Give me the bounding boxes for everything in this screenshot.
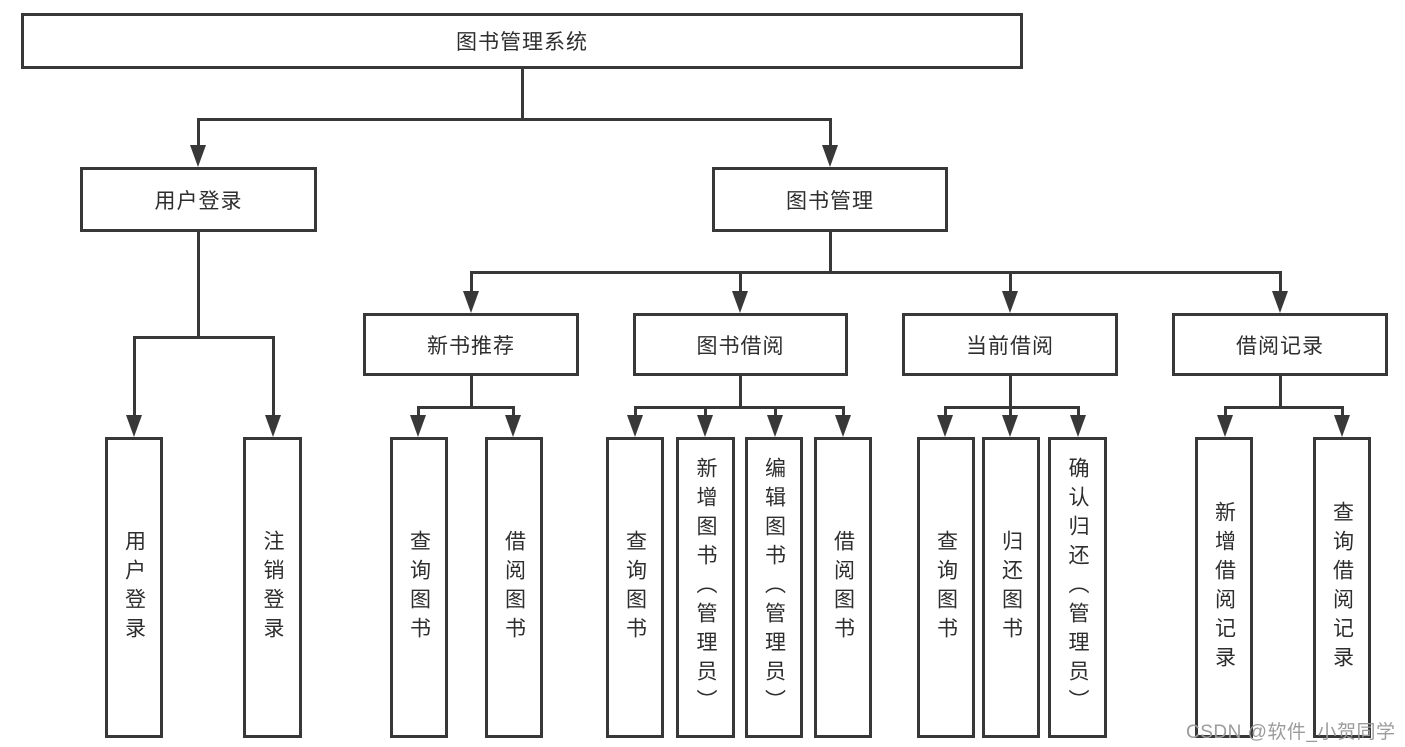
arrow-down-icon [463, 291, 479, 313]
arrow-shaft [271, 336, 275, 421]
connector-vline [520, 69, 524, 118]
connector-hline [634, 406, 844, 409]
arrow-down-icon [835, 415, 851, 437]
connector-vline [828, 232, 832, 271]
arrow-down-icon [1217, 415, 1233, 437]
leaf-logout: 注销登录 [243, 437, 302, 738]
arrow-down-icon [767, 415, 783, 437]
connector-hline [133, 336, 274, 339]
arrow-down-icon [822, 145, 838, 167]
arrow-down-icon [190, 145, 206, 167]
arrow-shaft [828, 118, 832, 151]
leaf-add-book-admin: 新增图书（管理员） [676, 437, 735, 738]
connector-hline [417, 406, 514, 409]
arrow-down-icon [732, 291, 748, 313]
arrow-shaft [738, 271, 742, 297]
leaf-query-books-current: 查询图书 [917, 437, 975, 738]
arrow-shaft [773, 406, 777, 421]
leaf-edit-book-admin: 编辑图书（管理员） [745, 437, 803, 738]
connector-hline [1224, 406, 1343, 409]
arrow-shaft [511, 406, 515, 421]
leaf-confirm-return-admin: 确认归还（管理员） [1048, 437, 1107, 738]
leaf-borrow-books-borrowing: 借阅图书 [814, 437, 872, 738]
arrow-shaft [132, 336, 136, 421]
arrow-down-icon [410, 415, 426, 437]
leaf-query-books-borrowing: 查询图书 [606, 437, 664, 738]
node-book-borrowing: 图书借阅 [633, 313, 848, 376]
arrow-shaft [943, 406, 947, 421]
connector-hline [470, 271, 1281, 274]
arrow-shaft [416, 406, 420, 421]
arrow-shaft [1008, 406, 1012, 421]
arrow-down-icon [1334, 415, 1350, 437]
arrow-shaft [1076, 406, 1080, 421]
arrow-down-icon [505, 415, 521, 437]
arrow-down-icon [1002, 415, 1018, 437]
connector-vline [469, 376, 473, 406]
leaf-query-borrow-record: 查询借阅记录 [1313, 437, 1371, 738]
arrow-shaft [703, 406, 707, 421]
arrow-down-icon [1272, 291, 1288, 313]
connector-vline [1278, 376, 1282, 406]
leaf-add-borrow-record: 新增借阅记录 [1195, 437, 1253, 738]
connector-vline [1008, 376, 1012, 406]
arrow-shaft [1008, 271, 1012, 297]
connector-hline [197, 118, 831, 121]
arrow-down-icon [697, 415, 713, 437]
arrow-shaft [841, 406, 845, 421]
arrow-shaft [1340, 406, 1344, 421]
arrow-down-icon [126, 415, 142, 437]
connector-vline [738, 376, 742, 406]
arrow-down-icon [265, 415, 281, 437]
arrow-down-icon [1070, 415, 1086, 437]
arrow-shaft [469, 271, 473, 297]
arrow-shaft [196, 118, 200, 151]
node-current-borrowing: 当前借阅 [902, 313, 1118, 376]
leaf-return-book: 归还图书 [982, 437, 1040, 738]
node-borrowing-records: 借阅记录 [1172, 313, 1388, 376]
csdn-watermark: CSDN @软件_小贺同学 [1186, 722, 1396, 743]
arrow-shaft [1223, 406, 1227, 421]
connector-hline [944, 406, 1079, 409]
leaf-query-books-recommend: 查询图书 [390, 437, 448, 738]
connector-vline [196, 232, 200, 336]
arrow-shaft [1278, 271, 1282, 297]
node-user-login: 用户登录 [80, 167, 317, 232]
arrow-shaft [633, 406, 637, 421]
node-new-book-recommendation: 新书推荐 [363, 313, 579, 376]
leaf-user-login: 用户登录 [105, 437, 163, 738]
node-book-management: 图书管理 [712, 167, 948, 232]
arrow-down-icon [627, 415, 643, 437]
leaf-borrow-books-recommend: 借阅图书 [485, 437, 543, 738]
arrow-down-icon [937, 415, 953, 437]
arrow-down-icon [1002, 291, 1018, 313]
node-library-management-system: 图书管理系统 [21, 13, 1023, 69]
